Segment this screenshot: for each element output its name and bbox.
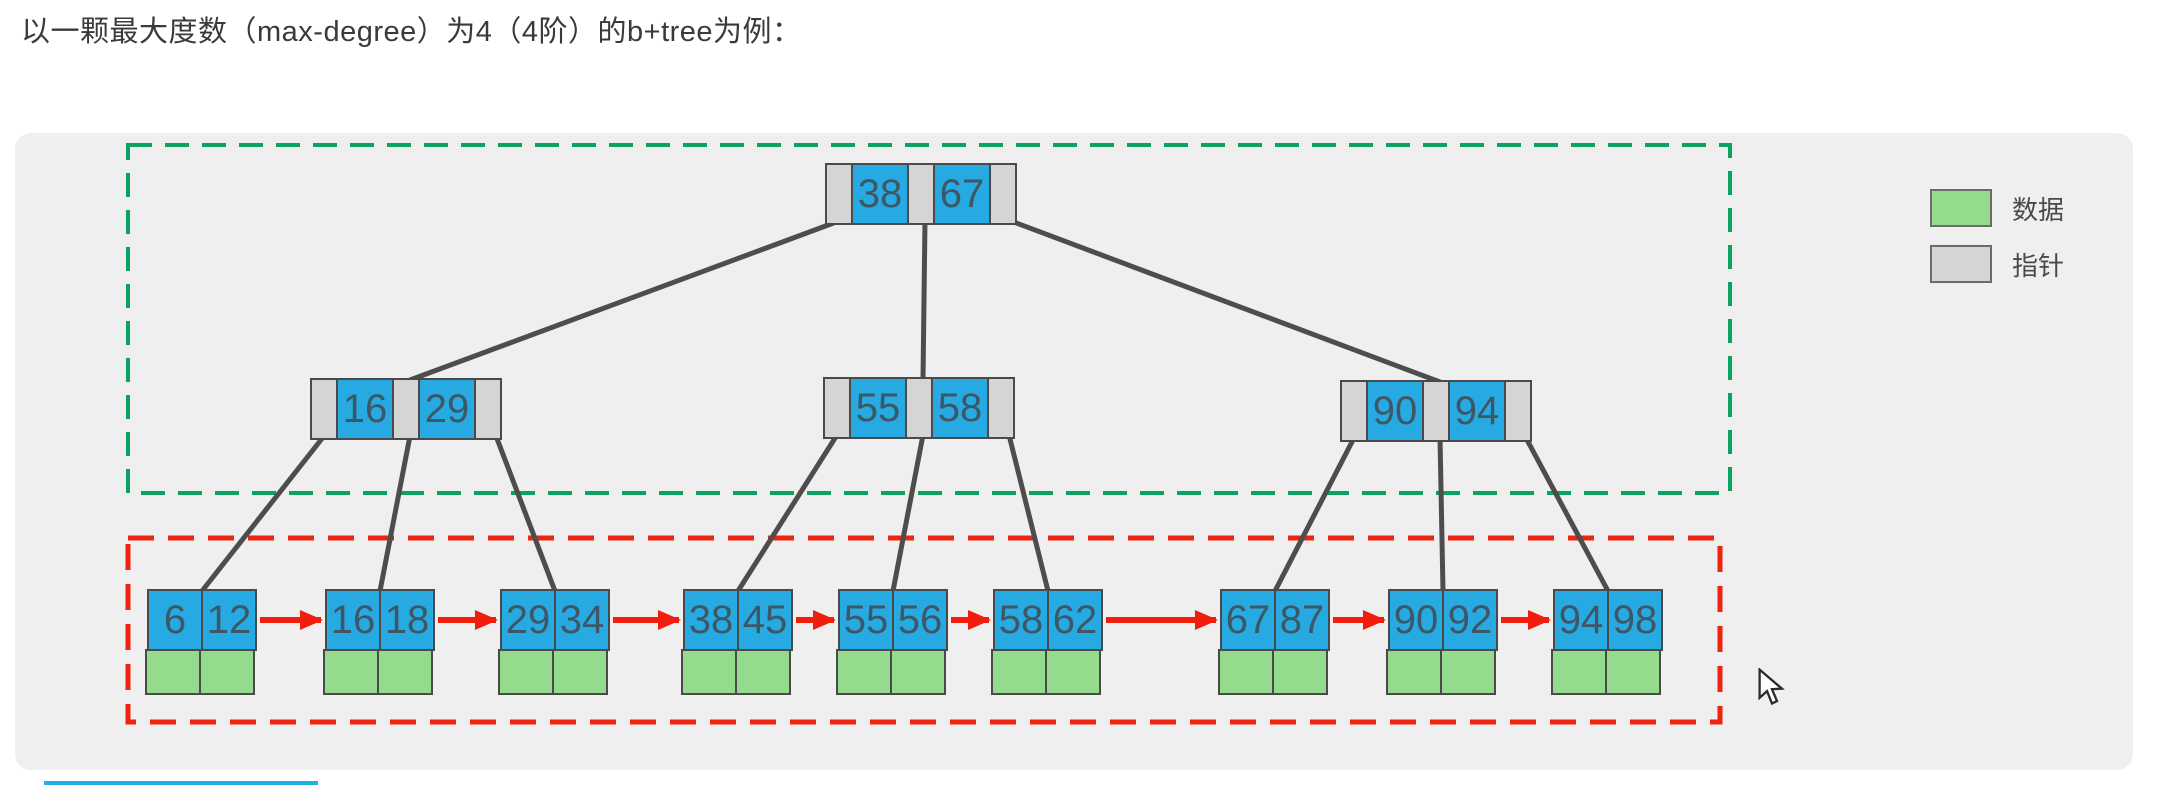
leaf-column: 55 [836, 589, 894, 695]
data-cell [836, 649, 892, 695]
data-cell [377, 649, 433, 695]
data-cell [199, 649, 255, 695]
key-cell: 38 [851, 163, 909, 225]
data-cell [735, 649, 791, 695]
leaf-column: 92 [1440, 589, 1498, 695]
key-cell: 58 [931, 377, 989, 439]
data-cell [1551, 649, 1607, 695]
leaf-column: 34 [552, 589, 610, 695]
key-cell: 67 [933, 163, 991, 225]
key-cell: 67 [1220, 589, 1276, 651]
leaf-column: 67 [1218, 589, 1276, 695]
data-cell [498, 649, 554, 695]
legend: 数据 指针 [1930, 189, 2064, 283]
key-cell: 56 [892, 589, 948, 651]
leaf-column: 18 [377, 589, 435, 695]
pointer-cell [310, 378, 338, 440]
pointer-cell [392, 378, 420, 440]
page-title: 以一颗最大度数（max-degree）为4（4阶）的b+tree为例： [21, 16, 802, 48]
key-cell: 16 [325, 589, 381, 651]
key-cell: 98 [1607, 589, 1663, 651]
mouse-cursor-icon [1758, 668, 1785, 706]
pointer-cell [907, 163, 935, 225]
key-cell: 55 [838, 589, 894, 651]
leaf-column: 58 [991, 589, 1049, 695]
key-cell: 18 [379, 589, 435, 651]
leaf-column: 56 [890, 589, 948, 695]
pointer-cell [1504, 380, 1532, 442]
key-cell: 6 [147, 589, 203, 651]
leaf-column: 94 [1551, 589, 1609, 695]
pointer-cell [1422, 380, 1450, 442]
key-cell: 55 [849, 377, 907, 439]
key-cell: 92 [1442, 589, 1498, 651]
data-cell [1386, 649, 1442, 695]
key-cell: 94 [1553, 589, 1609, 651]
data-cell [1218, 649, 1274, 695]
key-cell: 87 [1274, 589, 1330, 651]
data-cell [323, 649, 379, 695]
pointer-cell [905, 377, 933, 439]
key-cell: 62 [1047, 589, 1103, 651]
key-cell: 16 [336, 378, 394, 440]
legend-label-data: 数据 [2012, 194, 2065, 225]
leaf-column: 90 [1386, 589, 1444, 695]
key-cell: 90 [1388, 589, 1444, 651]
root-node: 38 67 [825, 163, 1017, 225]
data-cell [681, 649, 737, 695]
leaf-column: 29 [498, 589, 556, 695]
data-cell [890, 649, 946, 695]
legend-item-pointer: 指针 [1930, 245, 2064, 283]
legend-item-data: 数据 [1930, 189, 2064, 227]
legend-label-pointer: 指针 [2012, 250, 2065, 281]
data-cell [991, 649, 1047, 695]
video-progress-bar [44, 781, 318, 785]
data-cell [1440, 649, 1496, 695]
data-cell [1272, 649, 1328, 695]
key-cell: 45 [737, 589, 793, 651]
key-cell: 38 [683, 589, 739, 651]
leaf-column: 12 [199, 589, 257, 695]
pointer-cell [825, 163, 853, 225]
leaf-column: 98 [1605, 589, 1663, 695]
key-cell: 12 [201, 589, 257, 651]
leaf-column: 62 [1045, 589, 1103, 695]
key-cell: 58 [993, 589, 1049, 651]
data-cell [145, 649, 201, 695]
pointer-cell [1340, 380, 1368, 442]
key-cell: 29 [500, 589, 556, 651]
leaf-column: 16 [323, 589, 381, 695]
data-cell [552, 649, 608, 695]
key-cell: 90 [1366, 380, 1424, 442]
leaf-column: 6 [145, 589, 203, 695]
pointer-swatch-icon [1930, 245, 1992, 283]
internal-node: 55 58 [823, 377, 1015, 439]
key-cell: 34 [554, 589, 610, 651]
data-cell [1045, 649, 1101, 695]
data-swatch-icon [1930, 189, 1992, 227]
leaf-column: 87 [1272, 589, 1330, 695]
pointer-cell [987, 377, 1015, 439]
key-cell: 94 [1448, 380, 1506, 442]
key-cell: 29 [418, 378, 476, 440]
leaf-column: 45 [735, 589, 793, 695]
pointer-cell [989, 163, 1017, 225]
data-cell [1605, 649, 1661, 695]
pointer-cell [474, 378, 502, 440]
leaf-column: 38 [681, 589, 739, 695]
internal-node: 90 94 [1340, 380, 1532, 442]
pointer-cell [823, 377, 851, 439]
